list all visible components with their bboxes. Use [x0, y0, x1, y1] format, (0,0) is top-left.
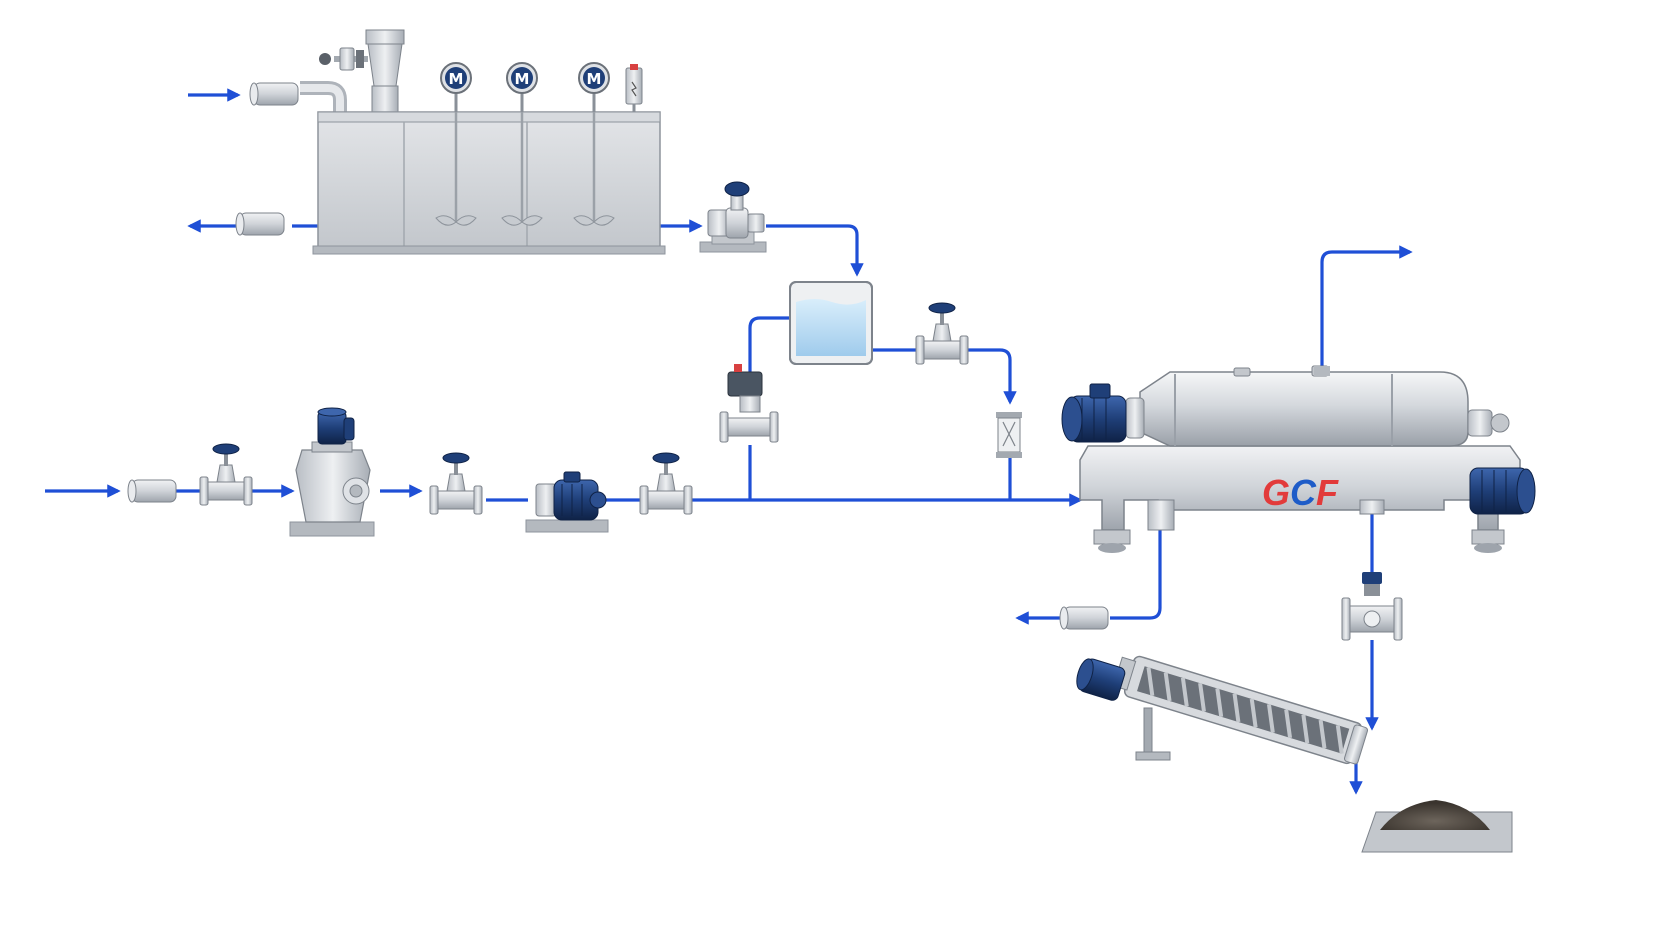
- flow-line: [1110, 530, 1162, 620]
- motor-label: M: [515, 70, 530, 88]
- gate-valve-icon: [429, 452, 483, 515]
- dosing-pump: [699, 181, 767, 253]
- motor-icon: [1076, 658, 1126, 701]
- polymer-preparation-tank: M M M: [235, 29, 666, 255]
- flow-arrow-icon: [766, 224, 864, 277]
- motor-icon: [1469, 467, 1536, 515]
- powder-hopper: [319, 29, 405, 113]
- logo-text: GCF: [1262, 472, 1339, 513]
- flow-arrow-icon: [966, 348, 1017, 405]
- decanter-centrifuge: GCF: [1061, 365, 1536, 553]
- pipe-stub-icon: [127, 479, 177, 503]
- buffer-tank: [789, 281, 873, 365]
- chute-valve: [1341, 572, 1403, 641]
- solids-pile-icon: [1361, 800, 1513, 853]
- flow-line: [748, 316, 790, 372]
- gate-valve-icon: [199, 443, 253, 506]
- mixer-agitator-icon: [435, 112, 477, 226]
- screw-conveyor-icon: [1076, 655, 1369, 765]
- gate-valve-icon: [639, 452, 693, 515]
- level-switch-icon: [625, 64, 643, 112]
- motor-icon: [1061, 383, 1127, 443]
- motor-label: M: [587, 70, 602, 88]
- motor-icon: M: [506, 62, 538, 112]
- flow-meter-icon: [996, 412, 1022, 458]
- gate-valve-icon: [915, 302, 969, 365]
- grinder-macerator: [289, 407, 375, 537]
- feed-pump: [525, 471, 609, 533]
- motor-label: M: [449, 70, 464, 88]
- solenoid-valve: [719, 364, 779, 443]
- flow-lines: [45, 88, 1413, 795]
- motor-icon: M: [440, 62, 472, 112]
- motor-icon: M: [578, 62, 610, 112]
- mixer-agitator-icon: [501, 112, 543, 226]
- pipe-stub-icon: [235, 212, 285, 236]
- flow-arrow-icon: [1320, 245, 1413, 372]
- mixer-agitator-icon: [573, 112, 615, 226]
- pipe-stub-icon: [1059, 606, 1109, 630]
- brand-logo: GCF: [1262, 472, 1339, 513]
- pipe-stub-icon: [249, 82, 299, 106]
